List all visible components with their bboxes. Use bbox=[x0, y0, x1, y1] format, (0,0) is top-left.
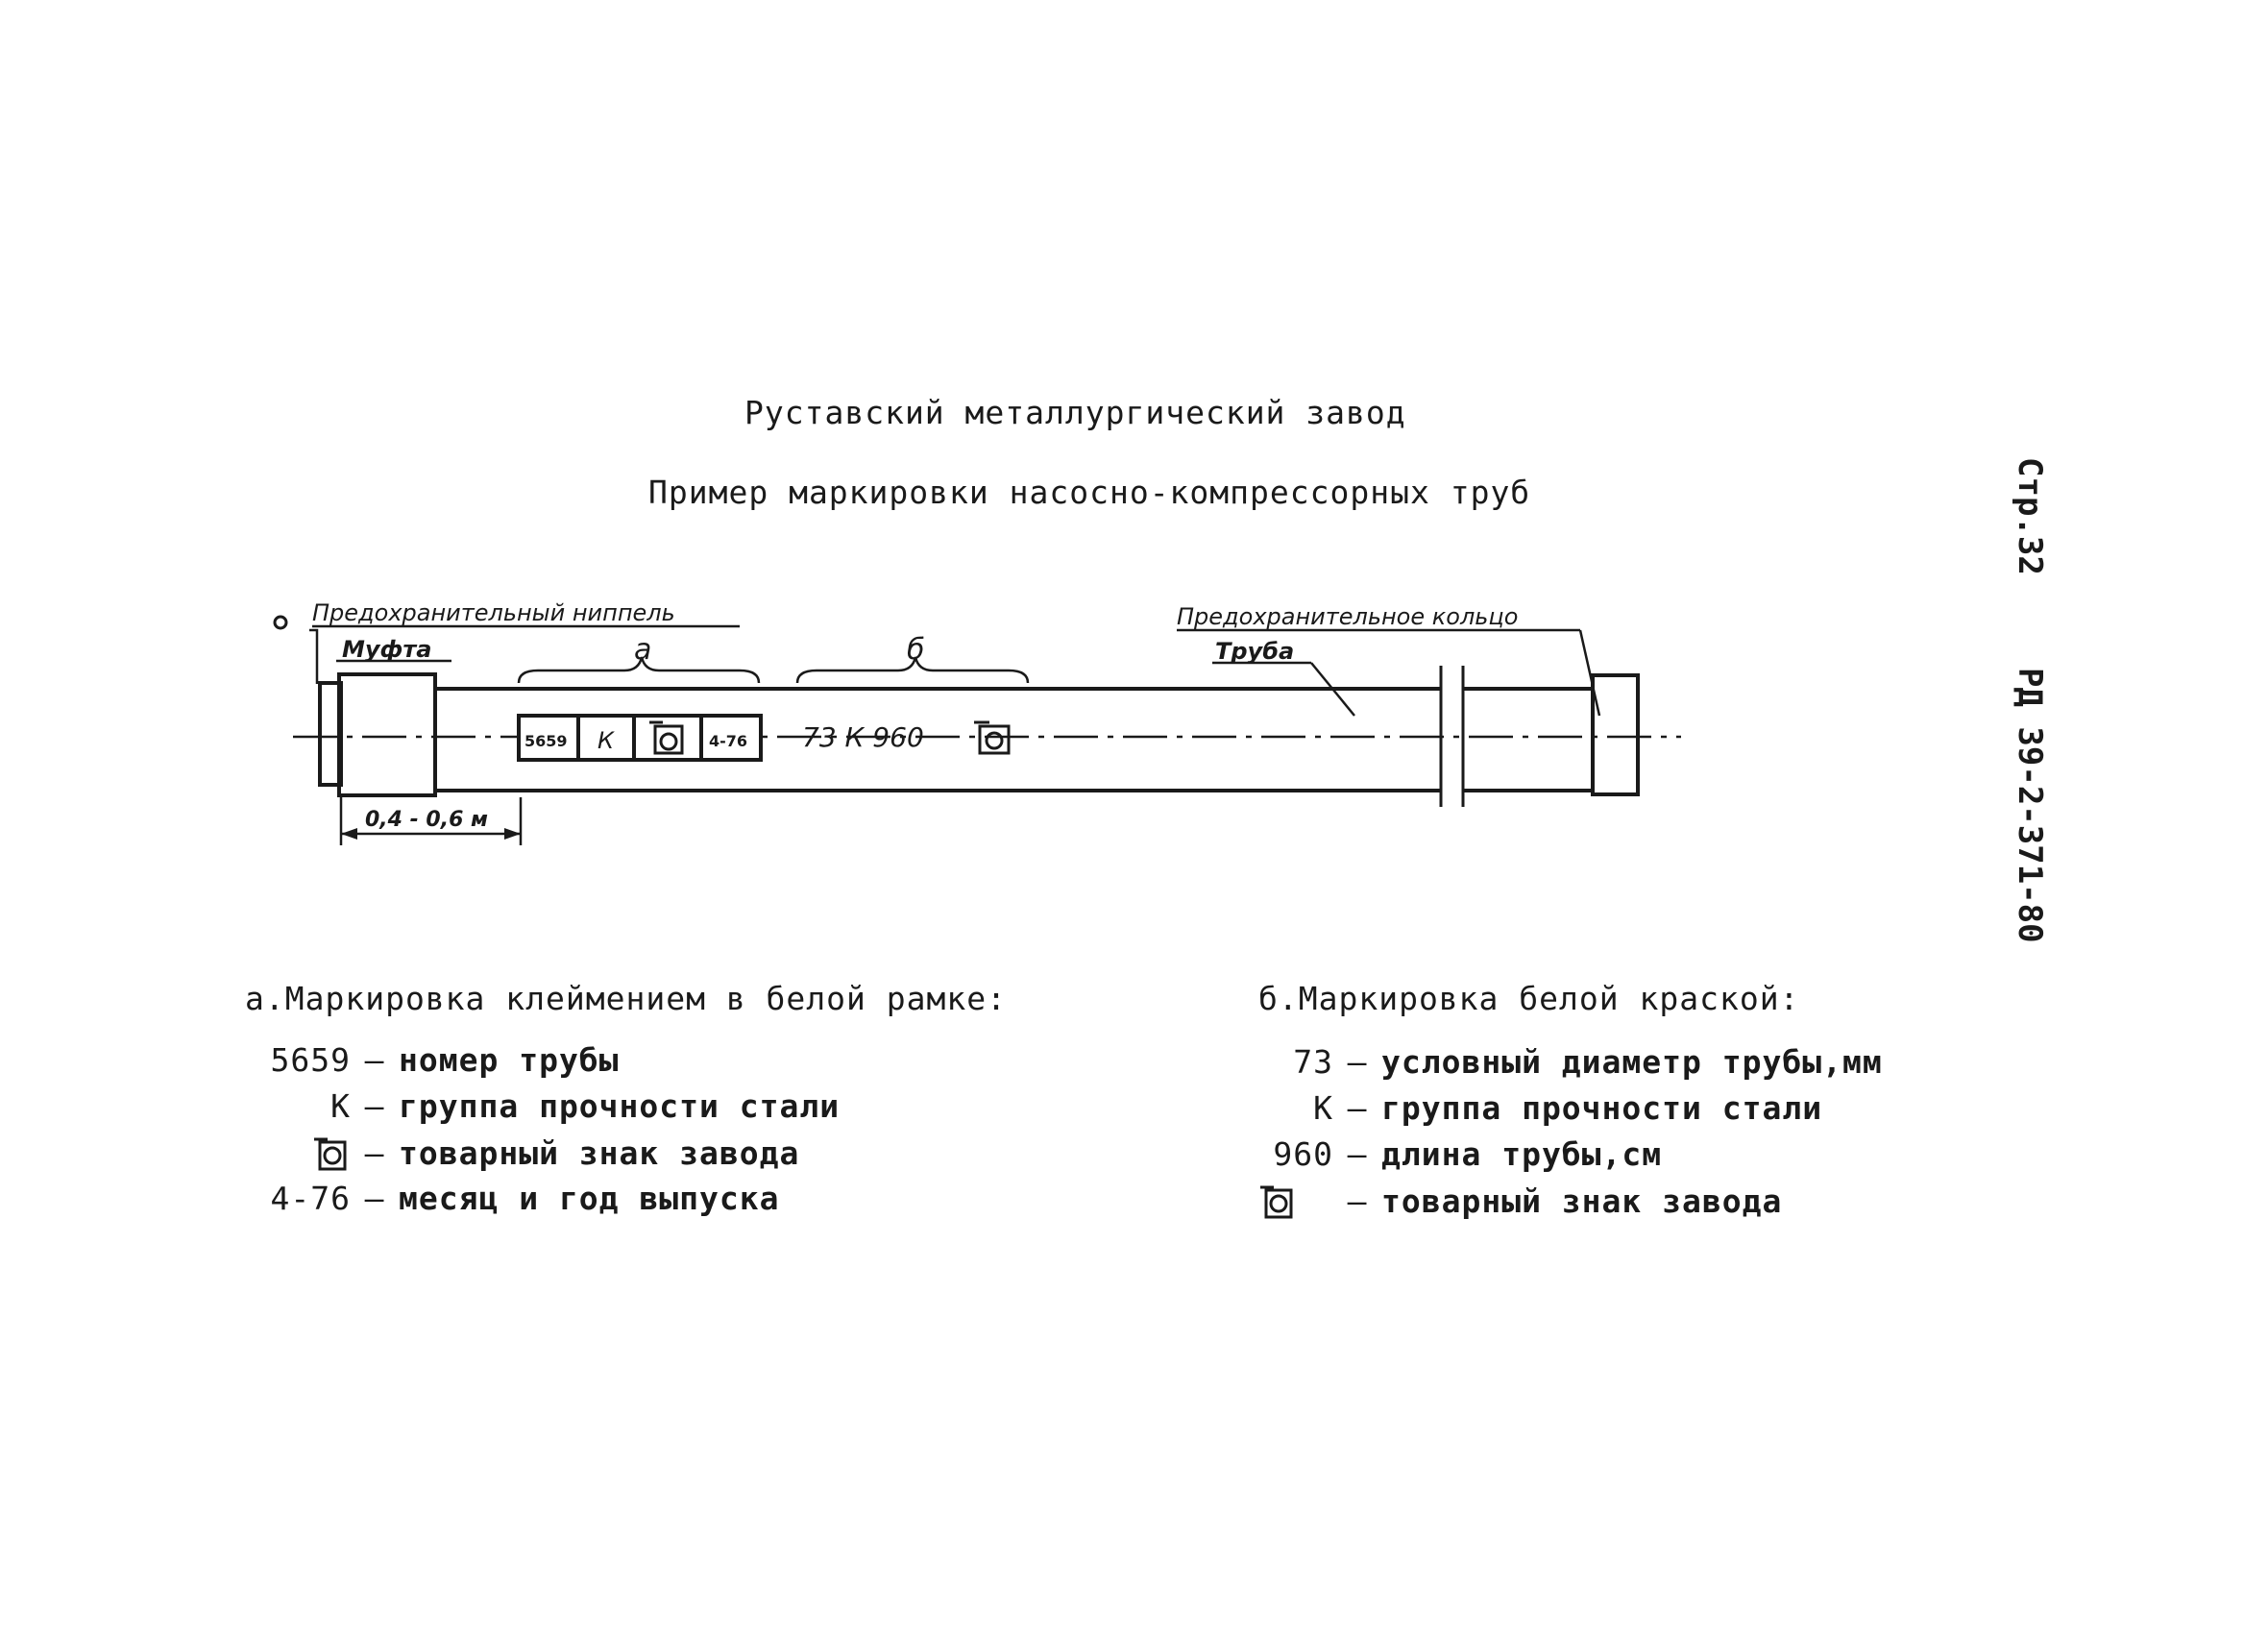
legend-desc: группа прочности стали bbox=[399, 1087, 841, 1125]
legend-desc: длина трубы,см bbox=[1381, 1135, 1663, 1173]
safety-ring bbox=[1591, 673, 1640, 796]
coupling bbox=[337, 672, 437, 797]
list-item: 4-76 – месяц и год выпуска bbox=[245, 1180, 780, 1217]
label-safety-ring: Предохранительное кольцо bbox=[1177, 603, 1518, 630]
stamp-cell-date bbox=[699, 714, 763, 762]
legend-desc: группа прочности стали bbox=[1381, 1089, 1823, 1127]
legend-desc: условный диаметр трубы,мм bbox=[1381, 1043, 1883, 1081]
trademark-icon bbox=[1260, 1185, 1293, 1218]
legend-code: 73 bbox=[1293, 1043, 1333, 1081]
legend-desc: товарный знак завода bbox=[1381, 1182, 1783, 1220]
zone-a-label: а bbox=[634, 633, 651, 667]
label-safety-nipple: Предохранительный ниппель bbox=[312, 599, 675, 626]
label-pipe: Труба bbox=[1215, 638, 1294, 665]
paint-marking: 73 К 960 bbox=[802, 721, 924, 753]
legend-b-heading: б.Маркировка белой краской: bbox=[1258, 980, 1800, 1017]
legend-code: К bbox=[330, 1087, 351, 1125]
list-item: К – группа прочности стали bbox=[245, 1087, 840, 1125]
list-item: 5659 – номер трубы bbox=[245, 1041, 620, 1079]
legend-desc: номер трубы bbox=[399, 1041, 620, 1079]
legend-a-heading: а.Маркировка клеймением в белой рамке: bbox=[245, 980, 1007, 1017]
legend-desc: товарный знак завода bbox=[399, 1133, 800, 1172]
label-coupling: Муфта bbox=[342, 636, 431, 663]
list-item: – товарный знак завода bbox=[245, 1133, 799, 1173]
trademark-icon bbox=[649, 720, 684, 755]
trademark-icon bbox=[314, 1137, 347, 1170]
dimension-label: 0,4 - 0,6 м bbox=[365, 808, 488, 832]
zone-b-label: б bbox=[907, 633, 925, 667]
legend-code: 5659 bbox=[270, 1041, 351, 1079]
list-item: – товарный знак завода bbox=[1258, 1182, 1782, 1221]
plant-name: Руставский металлургический завод bbox=[744, 394, 1406, 431]
list-item: 73 – условный диаметр трубы,мм bbox=[1258, 1043, 1883, 1081]
stamp-date: 4-76 bbox=[709, 732, 747, 750]
legend-code: К bbox=[1313, 1089, 1333, 1127]
stamp-grade: К bbox=[597, 727, 615, 754]
stamp-number: 5659 bbox=[524, 732, 568, 750]
legend-code: 960 bbox=[1273, 1135, 1333, 1173]
trademark-icon bbox=[974, 720, 1011, 755]
legend-code: 4-76 bbox=[270, 1180, 351, 1217]
list-item: К – группа прочности стали bbox=[1258, 1089, 1822, 1127]
legend-desc: месяц и год выпуска bbox=[399, 1180, 780, 1217]
document-title: Пример маркировки насосно-компрессорных … bbox=[648, 474, 1531, 511]
list-item: 960 – длина трубы,см bbox=[1258, 1135, 1662, 1173]
